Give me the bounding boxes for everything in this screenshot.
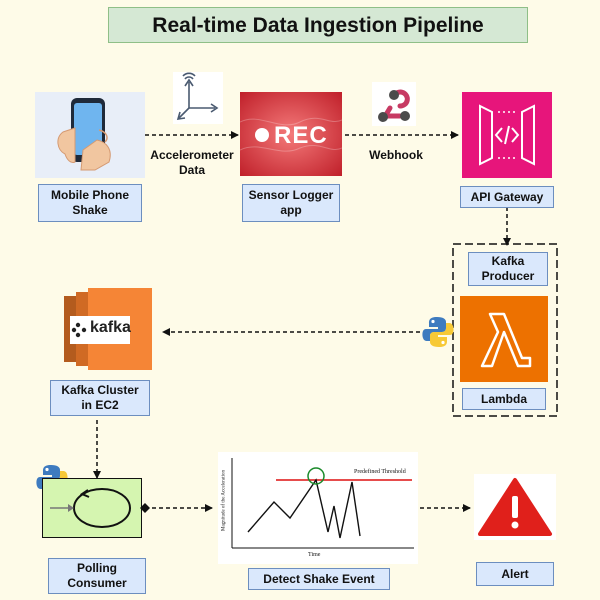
detect-shake-label: Detect Shake Event: [248, 568, 390, 590]
lambda-group: [452, 243, 558, 417]
api-gateway-label: API Gateway: [460, 186, 554, 208]
shake-plot-icon: Predefined Threshold Magnitude of the Ac…: [218, 452, 418, 564]
alert-label: Alert: [476, 562, 554, 586]
threshold-label: Predefined Threshold: [354, 469, 406, 475]
kafka-cluster-label: Kafka Cluster in EC2: [50, 380, 150, 416]
kafka-producer-label: Kafka Producer: [468, 252, 548, 286]
lambda-icon: [460, 296, 548, 382]
sensor-logger-label: Sensor Logger app: [242, 184, 340, 222]
webhook-icon: [372, 82, 416, 126]
page-title: Real-time Data Ingestion Pipeline: [108, 7, 528, 43]
plot-y-label: Magnitude of the Acceleration: [221, 470, 227, 531]
python-icon: [420, 314, 456, 350]
api-gateway-icon: [462, 92, 552, 178]
lambda-label: Lambda: [462, 388, 546, 410]
rec-text: REC: [274, 122, 328, 149]
kafka-icon: kafka: [60, 286, 156, 372]
rec-icon: REC: [239, 92, 343, 176]
kafka-logo-text: kafka: [90, 319, 131, 336]
polling-consumer-label: Polling Consumer: [48, 558, 146, 594]
mobile-phone-label: Mobile Phone Shake: [38, 184, 142, 222]
plot-x-label: Time: [308, 552, 321, 558]
alert-icon: [474, 474, 556, 540]
axes-icon: [173, 72, 223, 124]
polling-loop-icon: [42, 478, 152, 538]
accelerometer-label: Accelerometer Data: [150, 148, 234, 177]
phone-in-hand-icon: [35, 92, 145, 178]
webhook-label: Webhook: [369, 148, 423, 162]
